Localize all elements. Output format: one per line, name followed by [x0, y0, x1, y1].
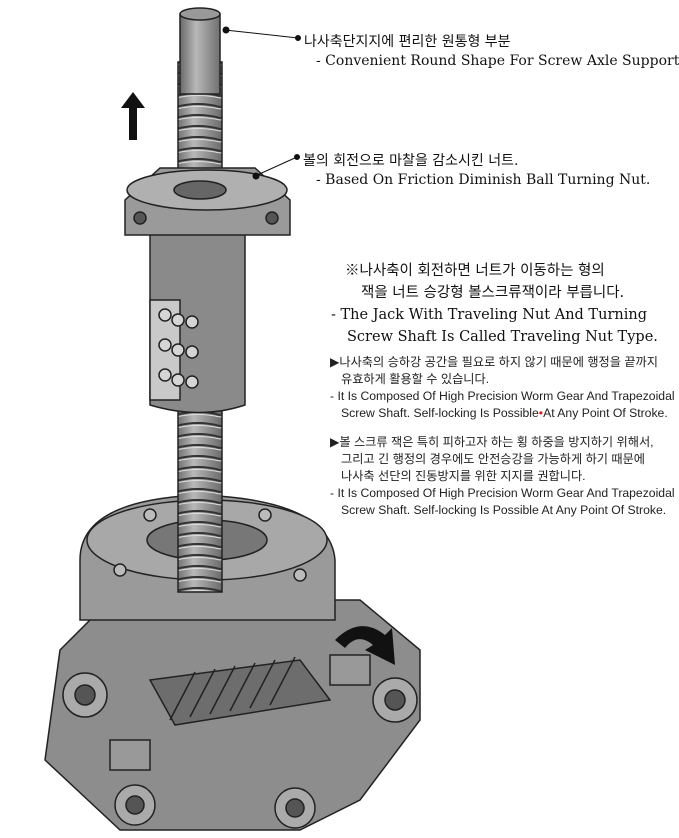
red-dot-marker: • — [538, 406, 544, 420]
bullet-1: ▶나사축의 승하강 공간을 필요로 하지 않기 때문에 행정을 끝까지 유효하게… — [330, 354, 675, 422]
rotation-arrow-icon — [335, 626, 395, 665]
callout-ball-nut-en: - Based On Friction Diminish Ball Turnin… — [316, 172, 651, 188]
note-en-line2: Screw Shaft Is Called Traveling Nut Type… — [347, 329, 658, 345]
bullet-2-ko-3: 나사축 선단의 진동방지를 위한 지지를 권합니다. — [341, 469, 586, 483]
traveling-nut-note: ※나사축이 회전하면 너트가 이동하는 형의 잭을 너트 승강형 볼스크류잭이라… — [331, 260, 658, 348]
leader-lines — [222, 26, 301, 180]
bullet-1-en-1: - It Is Composed Of High Precision Worm … — [330, 389, 675, 403]
ball-nut — [124, 167, 291, 414]
bullet-1-ko-1: ▶나사축의 승하강 공간을 필요로 하지 않기 때문에 행정을 끝까지 — [330, 355, 658, 369]
gearbox-housing — [44, 494, 421, 831]
bullet-1-en-2: Screw Shaft. Self-locking Is Possible — [341, 406, 539, 420]
note-en-line1: - The Jack With Traveling Nut And Turnin… — [331, 307, 647, 323]
bullet-2-en-2: Screw Shaft. Self-locking Is Possible At… — [341, 503, 667, 517]
note-ko-line2: 잭을 너트 승강형 볼스크류잭이라 부릅니다. — [361, 285, 625, 301]
callout-round-shape-en: - Convenient Round Shape For Screw Axle … — [316, 53, 679, 69]
bullet-2-ko-1: ▶볼 스크류 잭은 특히 피하고자 하는 횡 하중을 방지하기 위해서, — [330, 435, 654, 449]
up-arrow-icon — [121, 92, 145, 140]
bullet-1-en-3: At Any Point Of Stroke. — [543, 406, 668, 420]
callout-round-shape-ko: 나사축단지지에 편리한 원통형 부분 — [304, 34, 511, 50]
bullet-2-ko-2: 그리고 긴 행정의 경우에도 안전승강을 가능하게 하기 때문에 — [341, 452, 646, 466]
bullet-2-en-1: - It Is Composed Of High Precision Worm … — [330, 486, 675, 500]
callout-ball-nut-ko: 볼의 회전으로 마찰을 감소시킨 너트. — [303, 153, 519, 169]
bullet-1-ko-2: 유효하게 활용할 수 있습니다. — [341, 372, 490, 386]
note-ko-line1: ※나사축이 회전하면 너트가 이동하는 형의 — [345, 263, 605, 279]
bullet-2: ▶볼 스크류 잭은 특히 피하고자 하는 횡 하중을 방지하기 위해서, 그리고… — [330, 434, 675, 519]
